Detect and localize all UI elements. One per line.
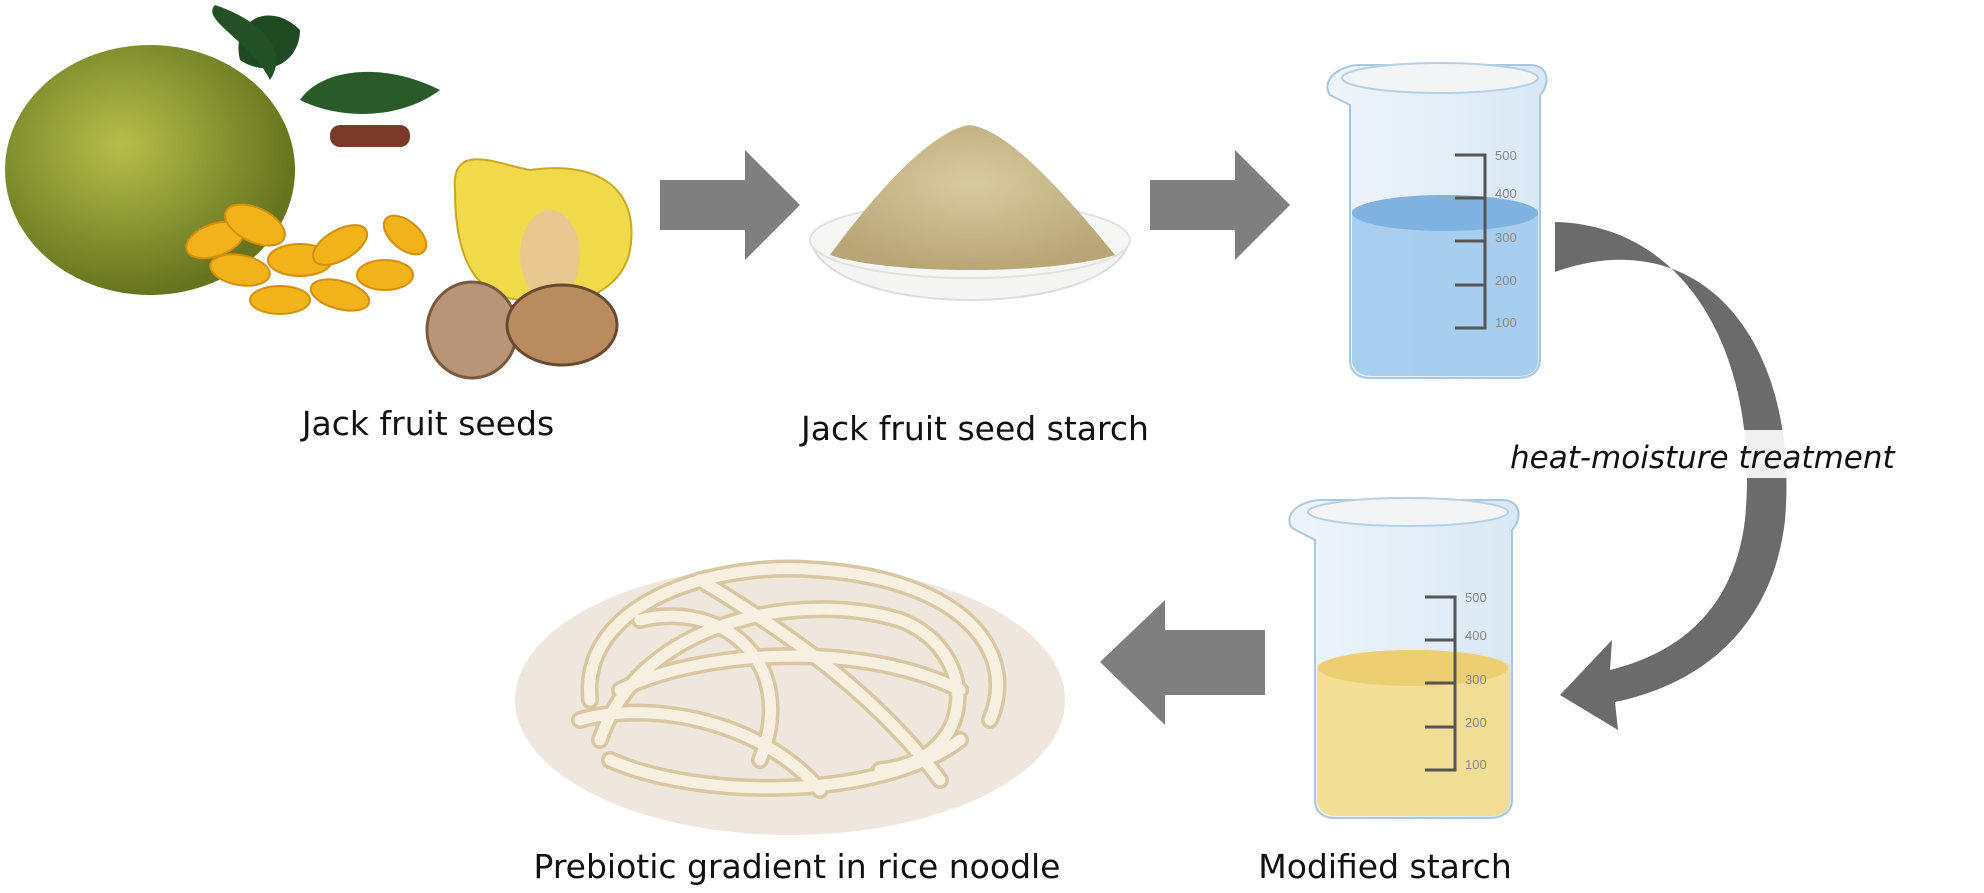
scale-label: 400 bbox=[1495, 186, 1517, 201]
label-modified-starch: Modified starch bbox=[1258, 847, 1512, 886]
label-prebiotic-rice-noodle: Prebiotic gradient in rice noodle bbox=[534, 847, 1061, 886]
right-arrow-icon bbox=[1150, 150, 1290, 260]
scale-label: 300 bbox=[1495, 230, 1517, 245]
scale-label: 200 bbox=[1495, 273, 1517, 288]
jackfruit-seeds-image bbox=[5, 5, 633, 380]
beaker-modified-starch-icon: 500 400 300 200 100 bbox=[1288, 497, 1520, 819]
left-arrow-icon bbox=[1100, 600, 1265, 725]
scale-label: 200 bbox=[1465, 715, 1487, 730]
scale-label: 300 bbox=[1465, 672, 1487, 687]
curved-arrow-icon bbox=[1555, 222, 1787, 730]
label-heat-moisture-treatment: heat-moisture treatment bbox=[1510, 440, 1896, 476]
seed-icon bbox=[425, 280, 619, 380]
label-jack-fruit-seeds: Jack fruit seeds bbox=[300, 404, 554, 443]
starch-powder-image bbox=[808, 125, 1132, 301]
label-jack-fruit-seed-starch: Jack fruit seed starch bbox=[799, 409, 1149, 448]
scale-label: 500 bbox=[1495, 148, 1517, 163]
scale-label: 500 bbox=[1465, 590, 1487, 605]
scale-label: 100 bbox=[1465, 757, 1487, 772]
jackfruit-bulbs-icon bbox=[185, 203, 428, 315]
beaker-water-icon: 500 400 300 200 100 bbox=[1326, 62, 1548, 379]
scale-label: 400 bbox=[1465, 628, 1487, 643]
scale-label: 100 bbox=[1495, 315, 1517, 330]
right-arrow-icon bbox=[660, 150, 800, 260]
rice-noodle-image bbox=[515, 559, 1065, 835]
